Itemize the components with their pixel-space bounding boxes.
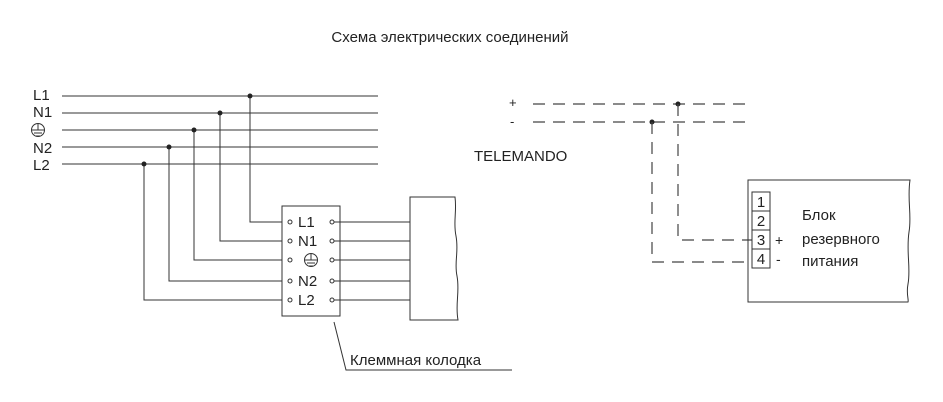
backup-unit-label-line-2: резервного <box>802 231 880 248</box>
telemando-minus: - <box>510 114 514 129</box>
backup-unit-label-line-3: питания <box>802 253 858 270</box>
mains-label-l2: L2 <box>33 157 50 174</box>
backup-terminal-3: 3 <box>757 232 765 249</box>
terminal-block <box>281 205 341 317</box>
junction-dots <box>141 93 253 167</box>
telemando-plus: + <box>509 95 517 110</box>
mains-label-l1: L1 <box>33 87 50 104</box>
telemando-plus-drop <box>677 104 752 241</box>
backup-terminal-2: 2 <box>757 213 765 230</box>
terminal-label-l2: L2 <box>298 292 315 309</box>
backup-terminal-strip <box>751 191 771 269</box>
ground-icon <box>31 123 45 137</box>
terminal-ground-icon <box>304 253 318 267</box>
backup-unit-label-line-1: Блок <box>802 207 836 224</box>
output-wires <box>334 221 410 301</box>
terminal-label-n1: N1 <box>298 233 317 250</box>
mains-label-n1: N1 <box>33 104 52 121</box>
telemando-label: TELEMANDO <box>474 148 567 165</box>
backup-terminal-4: 4 <box>757 251 765 268</box>
mains-label-n2: N2 <box>33 140 52 157</box>
backup-unit-box <box>747 179 911 303</box>
backup-terminal-1: 1 <box>757 194 765 211</box>
caption-leader <box>333 321 512 371</box>
terminal-block-caption: Клеммная колодка <box>350 352 482 369</box>
device-box <box>409 196 459 321</box>
telemando-minus-drop <box>651 122 752 263</box>
diagram-title: Схема электрических соединений <box>331 29 568 46</box>
terminal-label-l1: L1 <box>298 214 315 231</box>
backup-polarity-minus: - <box>776 251 781 267</box>
tap-wires <box>143 96 282 301</box>
backup-polarity-plus: + <box>775 232 783 248</box>
terminal-label-n2: N2 <box>298 273 317 290</box>
